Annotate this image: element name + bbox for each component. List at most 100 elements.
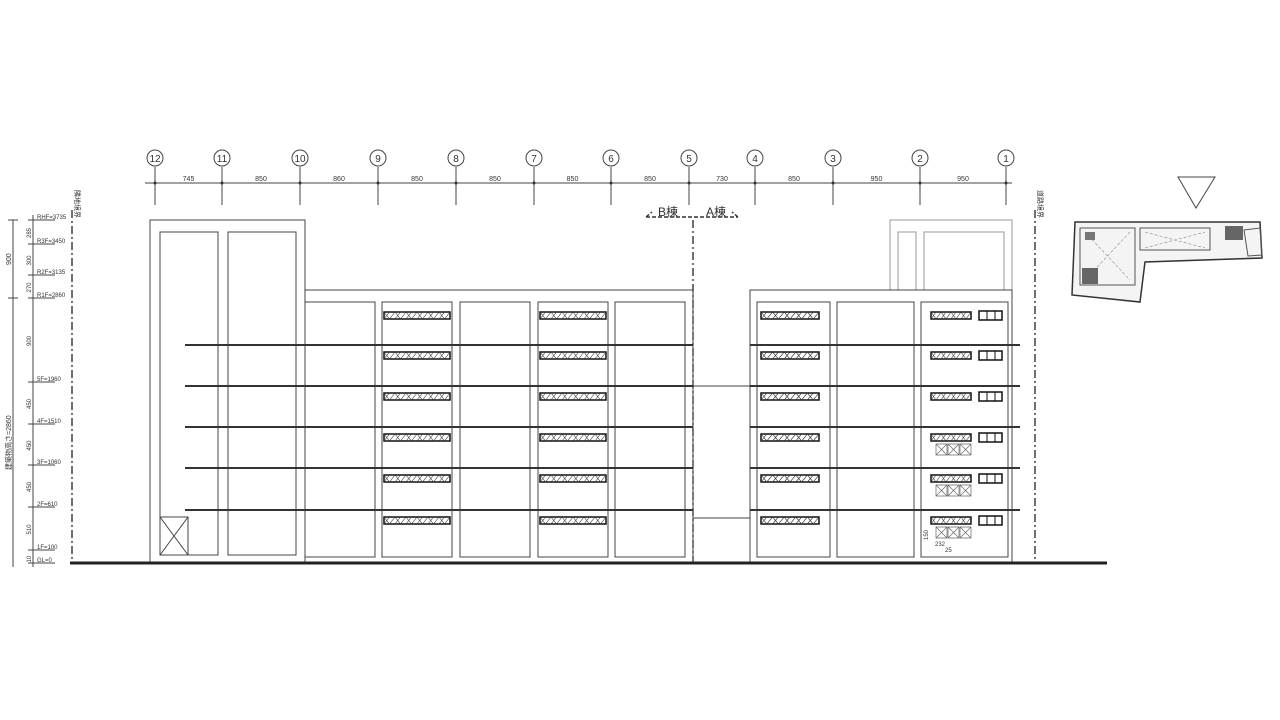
detail-dim: 232 xyxy=(935,542,946,548)
level-dimensions: RHF=3735285R3F=3450300R2F=3135270R1F=286… xyxy=(27,215,67,567)
window xyxy=(539,516,607,525)
axis-bubble xyxy=(997,149,1015,167)
vent-panel xyxy=(959,443,972,456)
axis-2: 2 950 xyxy=(911,149,969,205)
axis-bubble xyxy=(369,149,387,167)
axis-bubble xyxy=(602,149,620,167)
building-divider: B棟 A棟 xyxy=(645,204,739,562)
window xyxy=(539,311,607,320)
level-label: 5F=1960 xyxy=(37,377,62,383)
vent-panel xyxy=(947,484,960,497)
window xyxy=(383,474,451,483)
bay xyxy=(381,301,453,558)
axis-bubble xyxy=(146,149,164,167)
window xyxy=(930,392,972,401)
axis-label: 2 xyxy=(917,154,923,165)
window xyxy=(760,474,820,483)
bay xyxy=(836,301,915,558)
detail-dim: 25 xyxy=(945,548,952,554)
axis-label: 10 xyxy=(294,154,306,165)
vent-panel xyxy=(947,443,960,456)
window xyxy=(760,392,820,401)
window xyxy=(539,433,607,442)
axis-label: 9 xyxy=(375,154,381,165)
building-b xyxy=(149,219,694,564)
axis-span-dim: 950 xyxy=(957,176,969,183)
link-corridor xyxy=(693,385,750,519)
window xyxy=(539,351,607,360)
axis-label: 4 xyxy=(752,154,758,165)
axis-8: 8 850 xyxy=(447,149,501,205)
vent-panel xyxy=(935,526,948,539)
axis-span-dim: 730 xyxy=(716,176,728,183)
axis-span-dim: 850 xyxy=(644,176,656,183)
small-window xyxy=(978,310,1003,321)
axis-1: 1 xyxy=(997,149,1015,205)
axis-bubble xyxy=(824,149,842,167)
axis-bubble xyxy=(746,149,764,167)
axis-label: 12 xyxy=(149,154,161,165)
bay xyxy=(614,301,686,558)
axis-span-dim: 850 xyxy=(255,176,267,183)
window xyxy=(383,433,451,442)
small-window xyxy=(978,515,1003,526)
window xyxy=(760,516,820,525)
building-height-dim: 建築物高さ=2860 xyxy=(4,415,13,470)
left-boundary-label: 隣地境界 xyxy=(73,190,82,218)
window xyxy=(930,433,972,442)
window xyxy=(383,351,451,360)
vent-panel xyxy=(959,526,972,539)
window xyxy=(383,392,451,401)
window xyxy=(760,351,820,360)
key-plan xyxy=(1071,176,1263,303)
axis-span-dim: 950 xyxy=(871,176,883,183)
axis-3: 3 950 xyxy=(824,149,883,205)
axis-span-dim: 850 xyxy=(411,176,423,183)
window xyxy=(930,474,972,483)
window xyxy=(930,516,972,525)
level-label: R1F=2860 xyxy=(37,293,66,299)
window xyxy=(383,516,451,525)
axis-span-dim: 850 xyxy=(788,176,800,183)
bay xyxy=(304,301,376,558)
axis-span-dim: 850 xyxy=(567,176,579,183)
axis-label: 3 xyxy=(830,154,836,165)
axis-4: 4 850 xyxy=(746,149,800,205)
axis-bubble xyxy=(447,149,465,167)
window xyxy=(930,311,972,320)
level-label: 2F=610 xyxy=(37,502,58,508)
bay xyxy=(459,301,531,558)
axis-span-dim: 850 xyxy=(489,176,501,183)
door-icon xyxy=(159,516,189,556)
small-window xyxy=(978,432,1003,443)
axis-9: 9 850 xyxy=(369,149,423,205)
level-label: R3F=3450 xyxy=(37,239,66,245)
level-dim: 450 xyxy=(27,481,33,492)
window xyxy=(383,311,451,320)
axis-12: 12 745 xyxy=(146,149,195,205)
level-dim: 285 xyxy=(27,227,33,238)
vent-panel xyxy=(935,484,948,497)
level-dim: 900 xyxy=(27,335,33,346)
axis-bubble xyxy=(525,149,543,167)
axis-span-dim: 745 xyxy=(183,176,195,183)
level-dim: 450 xyxy=(27,440,33,451)
level-label: RHF=3735 xyxy=(37,215,67,221)
small-window xyxy=(978,350,1003,361)
axis-label: 8 xyxy=(453,154,459,165)
window xyxy=(760,433,820,442)
building-a xyxy=(749,219,1013,564)
building-a-label: A棟 xyxy=(706,204,726,219)
bay xyxy=(920,301,1009,558)
level-dim: 300 xyxy=(27,255,33,266)
axis-label: 1 xyxy=(1003,154,1009,165)
level-dim: 450 xyxy=(27,398,33,409)
level-label: 3F=1060 xyxy=(37,460,62,466)
axis-bubble xyxy=(680,149,698,167)
axis-bubble xyxy=(213,149,231,167)
